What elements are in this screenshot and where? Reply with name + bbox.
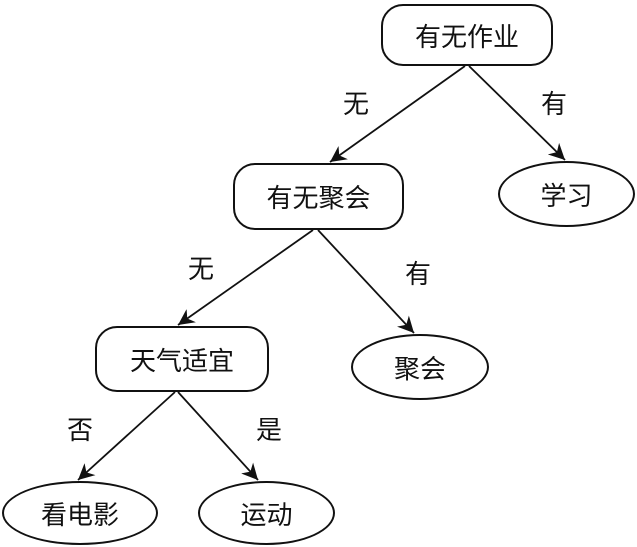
leaf-movie: 看电影 — [2, 481, 158, 545]
edge-root-party — [329, 65, 466, 163]
node-party: 有无聚会 — [233, 163, 404, 230]
edge-weather-movie — [77, 391, 176, 481]
edge-label-root-party: 无 — [342, 89, 369, 120]
edge-label-weather-sport: 是 — [255, 415, 282, 446]
edge-label-root-study: 有 — [540, 89, 567, 120]
edge-label-weather-movie: 否 — [66, 415, 93, 446]
root-node-homework: 有无作业 — [381, 4, 553, 66]
edge-label-party-gathering: 有 — [404, 259, 431, 290]
leaf-study: 学习 — [498, 161, 635, 227]
edge-root-study — [468, 65, 566, 161]
edge-weather-sport — [177, 391, 259, 481]
edge-party-gathering — [317, 229, 415, 334]
leaf-gathering: 聚会 — [351, 334, 489, 400]
node-weather: 天气适宜 — [95, 326, 269, 392]
edge-party-weather — [177, 229, 314, 326]
leaf-sport: 运动 — [198, 481, 335, 545]
edge-label-party-weather: 无 — [187, 254, 214, 285]
